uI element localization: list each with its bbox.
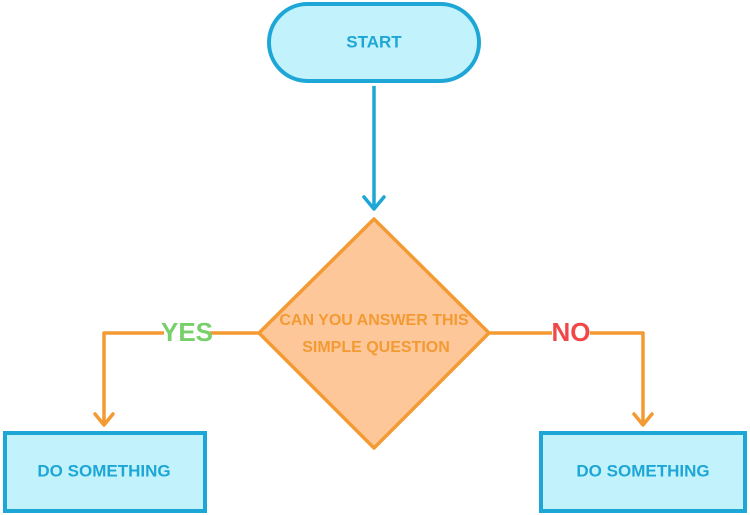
connector-start-to-decision (362, 86, 386, 211)
no-label: NO (552, 317, 591, 347)
connector-yes-branch (93, 331, 258, 427)
action-node-yes[interactable]: DO SOMETHING (3, 431, 207, 513)
action-node-no[interactable]: DO SOMETHING (539, 431, 747, 513)
start-label: START (346, 32, 402, 51)
yes-label: YES (161, 317, 213, 347)
arrowhead-down-icon (362, 195, 386, 211)
start-node[interactable]: START (267, 2, 481, 83)
action-no-label: DO SOMETHING (576, 461, 709, 480)
decision-label-line2: SIMPLE QUESTION (302, 339, 450, 356)
decision-label-line1: CAN YOU ANSWER THIS (279, 312, 469, 329)
decision-node[interactable]: CAN YOU ANSWER THIS SIMPLE QUESTION (257, 217, 491, 450)
arrowhead-down-icon (93, 412, 115, 427)
arrowhead-down-icon (632, 412, 654, 427)
action-yes-label: DO SOMETHING (37, 461, 170, 480)
connector-no-branch (490, 331, 654, 427)
